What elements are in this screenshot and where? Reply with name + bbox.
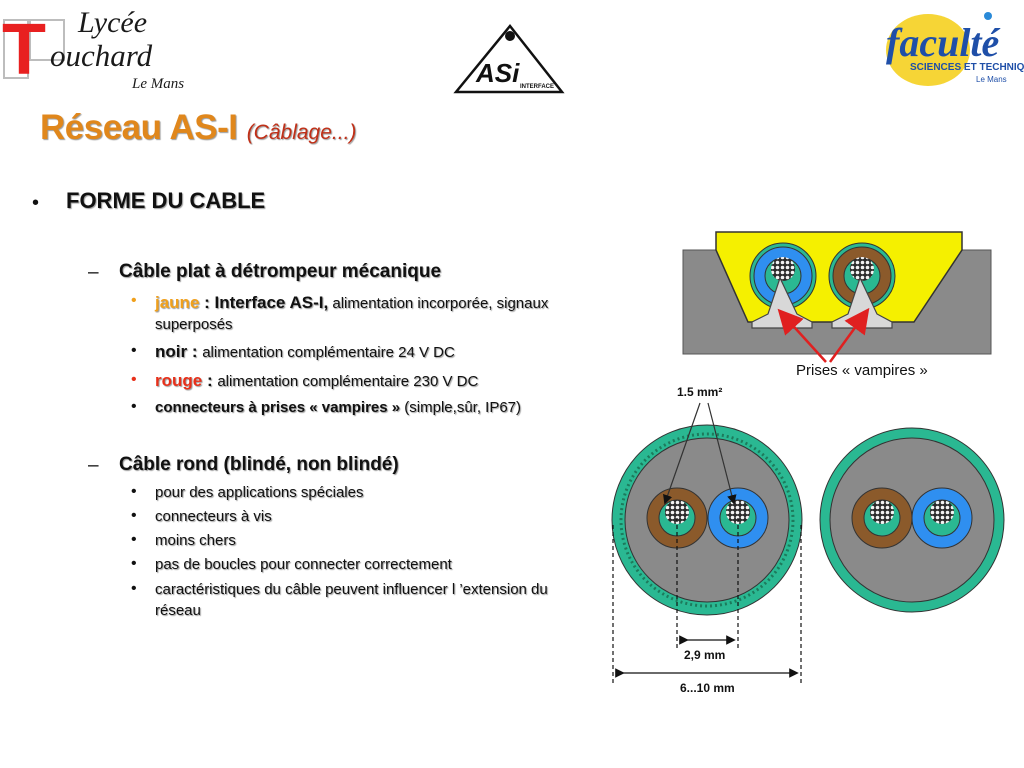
round-cable-unshielded xyxy=(819,427,1005,613)
bullet-dot: • xyxy=(131,580,137,597)
round-wire-blue xyxy=(911,487,973,549)
bullet-dot: • xyxy=(32,192,40,214)
bullet-dot: • xyxy=(131,555,137,572)
label-connecteurs: connecteurs à prises « vampires » xyxy=(155,399,401,416)
list-item-connecteurs: connecteurs à prises « vampires » (simpl… xyxy=(155,399,522,416)
arrow-vampire-right xyxy=(828,307,870,363)
label-vampires: Prises « vampires » xyxy=(796,362,928,379)
arrow-vampire-left xyxy=(777,308,827,363)
label-inner-width: 2,9 mm xyxy=(684,648,725,662)
asi-interface-logo: ASi INTERFACE xyxy=(453,24,565,94)
faculte-sun xyxy=(886,14,970,86)
logo-outline-left xyxy=(3,19,29,79)
list-item: connecteurs à vis xyxy=(155,508,272,525)
list-item-rouge: rouge : alimentation complémentaire 230 … xyxy=(155,371,479,390)
logo-word-lycee: Lycée xyxy=(77,6,147,39)
list-item: caractéristiques du câble peuvent influe… xyxy=(155,581,548,619)
heading-forme-cable: FORME DU CABLE xyxy=(66,188,266,213)
page-title: Réseau AS-I (Câblage...) xyxy=(40,108,356,148)
faculte-name: faculté xyxy=(886,20,1001,65)
asi-mark: ASi xyxy=(475,58,520,88)
title-main: Réseau AS-I xyxy=(40,108,238,147)
label-rouge: rouge xyxy=(155,371,203,390)
bullet-dot: • xyxy=(131,371,137,388)
flat-cable xyxy=(682,231,992,363)
flat-wire-blue xyxy=(749,242,817,310)
round-cable-shielded xyxy=(611,402,803,686)
list-item: pas de boucles pour connecter correcteme… xyxy=(155,556,452,573)
title-sub: (Câblage...) xyxy=(246,121,357,144)
label-interface: Interface AS-I, xyxy=(214,293,329,312)
round-wire-brown xyxy=(851,487,913,549)
faculte-line1: SCIENCES ET TECHNIQUES xyxy=(910,62,1024,73)
bullet-dot: • xyxy=(131,342,137,359)
logo-outline-right xyxy=(29,19,65,61)
faculte-dot xyxy=(984,12,992,20)
faculte-line2: Le Mans xyxy=(976,75,1007,84)
list-item: pour des applications spéciales xyxy=(155,484,364,501)
bullet-dot: • xyxy=(131,398,137,415)
faculte-logo: faculté SCIENCES ET TECHNIQUES Le Mans xyxy=(886,12,1024,86)
bullet-dot: • xyxy=(131,292,137,309)
bullet-dot: • xyxy=(131,531,137,548)
heading-flat-cable: Câble plat à détrompeur mécanique xyxy=(119,261,442,282)
lycee-touchard-logo: T Lycée ouchard Le Mans xyxy=(2,6,184,92)
pointer-wire-left xyxy=(663,402,701,505)
asi-dot xyxy=(505,31,515,41)
list-item: moins chers xyxy=(155,532,236,549)
label-jaune: jaune xyxy=(155,293,200,312)
asi-triangle xyxy=(453,24,565,94)
label-outer-width: 6...10 mm xyxy=(680,681,735,695)
heading-round-cable: Câble rond (blindé, non blindé) xyxy=(119,454,399,475)
label-wire-section: 1.5 mm² xyxy=(677,385,722,399)
bullet-dot: • xyxy=(131,483,137,500)
list-item-jaune: jaune : Interface AS-I, alimentation inc… xyxy=(155,293,549,333)
flat-wire-brown xyxy=(828,242,896,310)
logo-city: Le Mans xyxy=(131,76,184,92)
list-item-noir: noir : alimentation complémentaire 24 V … xyxy=(155,342,455,361)
asi-interface-text: INTERFACE xyxy=(520,84,554,90)
bullet-dot: • xyxy=(131,507,137,524)
pointer-wire-right xyxy=(707,402,737,505)
label-noir: noir xyxy=(155,342,188,361)
logo-initial: T xyxy=(2,10,46,90)
logo-word-ouchard: ouchard xyxy=(50,38,153,73)
dash-marker: – xyxy=(88,455,99,476)
shield-braid xyxy=(619,432,795,608)
dash-marker: – xyxy=(88,262,99,283)
